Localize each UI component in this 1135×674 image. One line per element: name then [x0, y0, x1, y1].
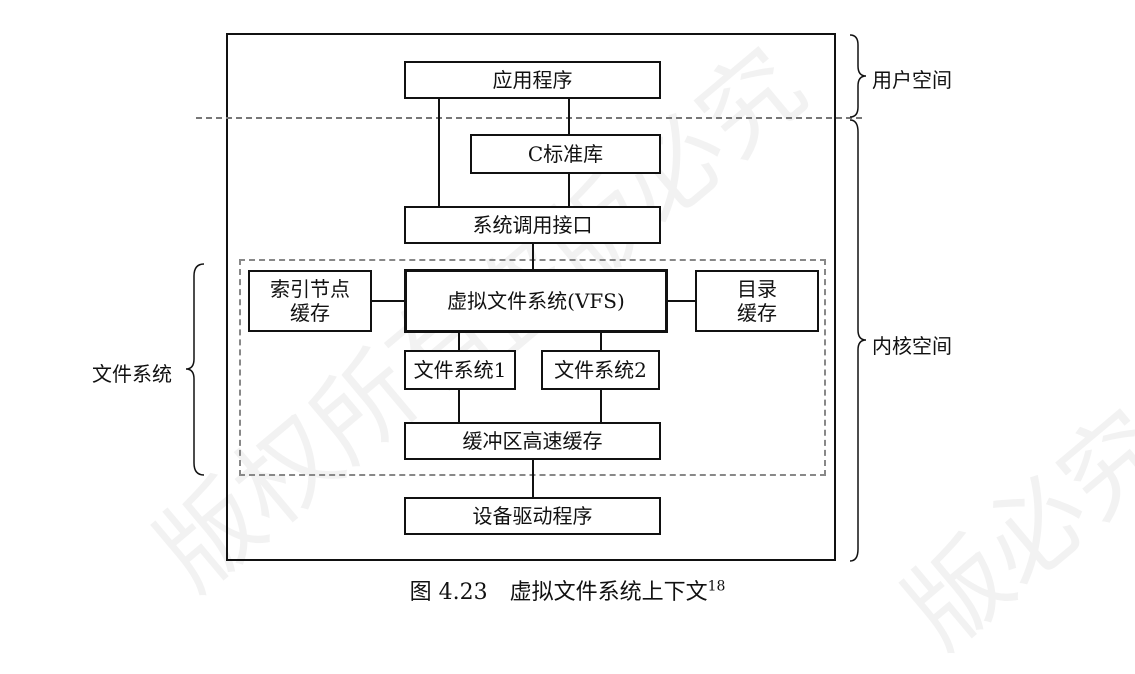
vfs-label: 虚拟文件系统(VFS) — [447, 289, 625, 313]
user-space-brace — [849, 34, 867, 118]
kernel-space-brace — [849, 119, 867, 562]
file-system-1-label: 文件系统1 — [413, 358, 507, 382]
user-kernel-divider — [196, 117, 862, 119]
buffer-cache-label: 缓冲区高速缓存 — [462, 429, 603, 453]
connector-clib-syscall — [568, 173, 570, 206]
buffer-cache-box: 缓冲区高速缓存 — [404, 422, 661, 460]
figure-caption-footnote: 18 — [707, 578, 726, 595]
connector-buffer-driver — [532, 459, 534, 497]
directory-cache-label-line-1: 目录 — [737, 277, 777, 301]
c-standard-library-label: C标准库 — [527, 142, 604, 166]
connector-app-clib — [568, 98, 570, 134]
device-driver-label: 设备驱动程序 — [472, 504, 593, 528]
inode-cache-box: 索引节点 缓存 — [248, 270, 372, 332]
connector-inode-vfs — [371, 300, 405, 302]
file-system-brace — [185, 263, 205, 476]
device-driver-box: 设备驱动程序 — [404, 497, 661, 535]
file-system-2-box: 文件系统2 — [541, 350, 660, 390]
figure-caption: 图 4.23 虚拟文件系统上下文18 — [0, 574, 1135, 606]
user-space-label: 用户空间 — [872, 68, 952, 92]
file-system-label: 文件系统 — [92, 362, 172, 386]
kernel-space-label: 内核空间 — [872, 334, 952, 358]
connector-syscall-vfs — [532, 243, 534, 269]
file-system-2-label: 文件系统2 — [554, 358, 647, 382]
c-standard-library-box: C标准库 — [470, 134, 661, 174]
connector-vfs-fs1 — [458, 332, 460, 350]
file-system-1-box: 文件系统1 — [404, 350, 516, 390]
inode-cache-label-line-2: 缓存 — [290, 301, 330, 325]
vfs-box: 虚拟文件系统(VFS) — [404, 269, 668, 333]
connector-fs1-buffer — [458, 390, 460, 422]
application-box: 应用程序 — [404, 61, 661, 99]
inode-cache-label-line-1: 索引节点 — [270, 277, 350, 301]
figure-caption-text: 图 4.23 虚拟文件系统上下文 — [409, 580, 708, 605]
connector-vfs-dir — [667, 300, 695, 302]
system-call-interface-box: 系统调用接口 — [404, 206, 661, 244]
directory-cache-box: 目录 缓存 — [695, 270, 819, 332]
connector-app-syscall — [438, 98, 440, 206]
system-boundary-frame — [226, 33, 836, 561]
system-call-interface-label: 系统调用接口 — [472, 213, 593, 237]
connector-fs2-buffer — [600, 390, 602, 422]
directory-cache-label-line-2: 缓存 — [737, 301, 777, 325]
application-label: 应用程序 — [492, 68, 573, 92]
watermark-text-3: 版必究 — [883, 388, 1135, 671]
connector-vfs-fs2 — [600, 332, 602, 350]
